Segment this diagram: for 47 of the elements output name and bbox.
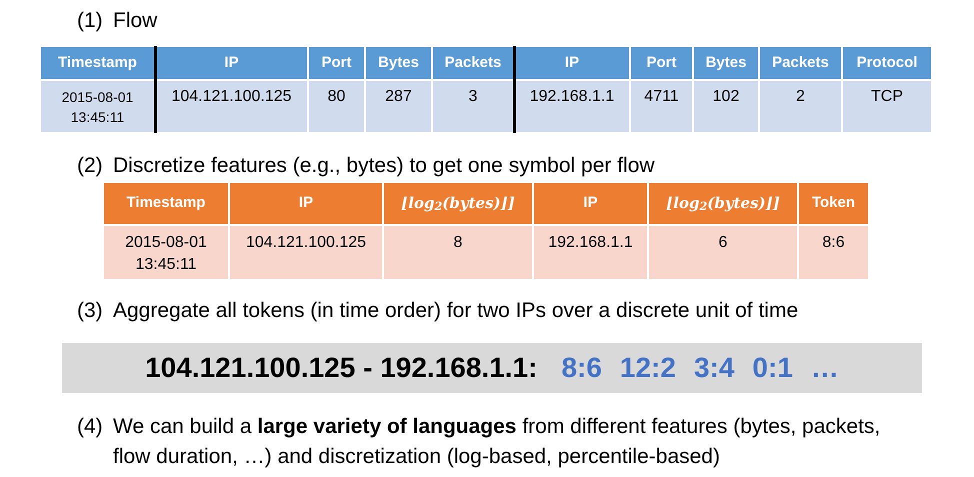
step-heading: We can build a large variety of languages from different features (bytes, packets, flow duration, …) and discretization (log-based, percentile-based) <box>113 414 882 470</box>
column-header: Timestamp <box>104 183 228 224</box>
table-cell: 287 <box>366 81 431 132</box>
ip-pair-text: 104.121.100.125 - 192.168.1.1: <box>145 352 538 384</box>
table-cell: 2015-08-01 13:45:11 <box>41 81 154 132</box>
column-header: IP <box>156 47 307 79</box>
table-cell: 6 <box>649 226 797 279</box>
table-cell: 102 <box>694 81 758 132</box>
column-header: Protocol <box>843 47 931 79</box>
token-text: 0:1 <box>752 352 793 384</box>
column-header: IP <box>534 183 647 224</box>
step-number: (1) <box>77 8 103 34</box>
column-header: Packets <box>433 47 513 79</box>
step-number: (3) <box>77 298 103 324</box>
column-header: IP <box>515 47 629 79</box>
table-cell: 8:6 <box>799 226 868 279</box>
highlight-bar <box>62 343 922 393</box>
column-header: Bytes <box>694 47 758 79</box>
column-header: Port <box>309 47 364 79</box>
table-cell: 104.121.100.125 <box>156 81 307 132</box>
column-header: Packets <box>760 47 841 79</box>
table-cell: 4711 <box>631 81 692 132</box>
table-cell: 3 <box>433 81 513 132</box>
table-cell: 2015-08-01 13:45:11 <box>104 226 228 279</box>
column-header: Port <box>631 47 692 79</box>
column-header: Timestamp <box>41 47 154 79</box>
table-cell: 104.121.100.125 <box>230 226 382 279</box>
token-text: … <box>810 352 839 384</box>
table-cell: 2 <box>760 81 841 132</box>
table-cell: TCP <box>843 81 931 132</box>
token-text: 8:6 <box>561 352 602 384</box>
step-heading: Aggregate all tokens (in time order) for two IPs over a discrete unit of time <box>113 298 800 324</box>
step-heading: Discretize features (e.g., bytes) to get one symbol per flow <box>113 153 656 179</box>
table-cell: 80 <box>309 81 364 132</box>
column-header: Bytes <box>366 47 431 79</box>
token-text: 12:2 <box>620 352 676 384</box>
step-number: (4) <box>77 414 103 440</box>
table-cell: 192.168.1.1 <box>515 81 629 132</box>
column-header: IP <box>230 183 382 224</box>
step-number: (2) <box>77 153 103 179</box>
table-cell: 8 <box>384 226 532 279</box>
column-header: ⌊log$_{2}$(bytes)⌋] <box>649 183 797 224</box>
table-cell: 192.168.1.1 <box>534 226 647 279</box>
step-heading: Flow <box>113 8 158 34</box>
token-text: 3:4 <box>694 352 734 384</box>
column-header: ⌊log$_{2}$(bytes)⌋] <box>384 183 532 224</box>
column-header: Token <box>799 183 868 224</box>
